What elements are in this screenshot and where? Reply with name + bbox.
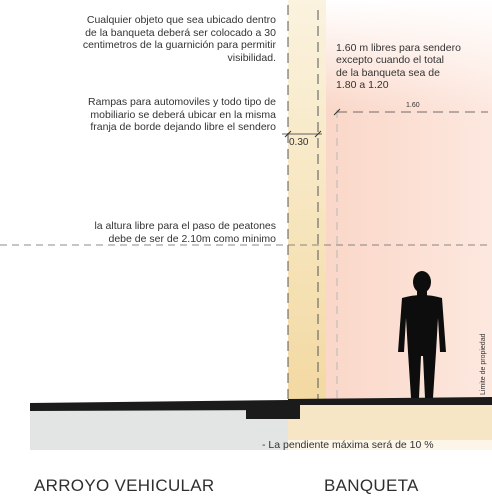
- note-max-slope: - La pendiente máxima será de 10 %: [262, 439, 434, 451]
- label-sidewalk: BANQUETA: [324, 476, 419, 495]
- note-free-path: 1.60 m libres para sendero excepto cuand…: [336, 42, 461, 91]
- dimension-border-strip: 0.30: [289, 137, 309, 148]
- note-ramps-furniture: Rampas para automoviles y todo tipo de m…: [88, 96, 276, 133]
- sidewalk-ground-line: [288, 397, 492, 419]
- note-object-placement: Cualquier objeto que sea ubicado dentro …: [82, 14, 276, 64]
- curb: [246, 409, 292, 419]
- border-strip-band: [288, 0, 326, 400]
- label-roadway: ARROYO VEHICULAR: [34, 476, 215, 495]
- note-clearance-height: la altura libre para el paso de peatones…: [94, 220, 276, 245]
- roadway-ground-line: [30, 400, 290, 411]
- pedestrian-silhouette: [398, 271, 446, 398]
- dimension-free-width: 1.60: [406, 102, 420, 109]
- label-property-limit: Limite de propiedad: [480, 333, 487, 396]
